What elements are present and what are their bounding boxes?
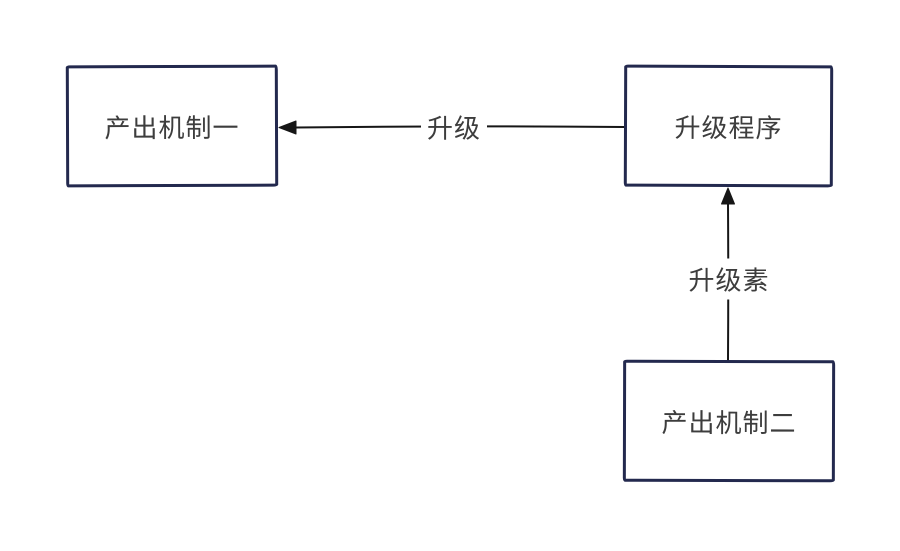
node-upgrade-program: 升级程序 <box>623 64 834 188</box>
node-upgrade-program-label: 升级程序 <box>674 112 783 143</box>
node-output-mechanism-2: 产出机制二 <box>622 359 836 483</box>
edge-label-upgrade-element: 升级素 <box>682 258 776 300</box>
edge-label-upgrade: 升级 <box>420 106 488 148</box>
node-output-mechanism-1: 产出机制一 <box>65 64 279 188</box>
node-output-mechanism-2-label: 产出机制二 <box>661 407 797 438</box>
node-output-mechanism-1-label: 产出机制一 <box>104 112 240 143</box>
